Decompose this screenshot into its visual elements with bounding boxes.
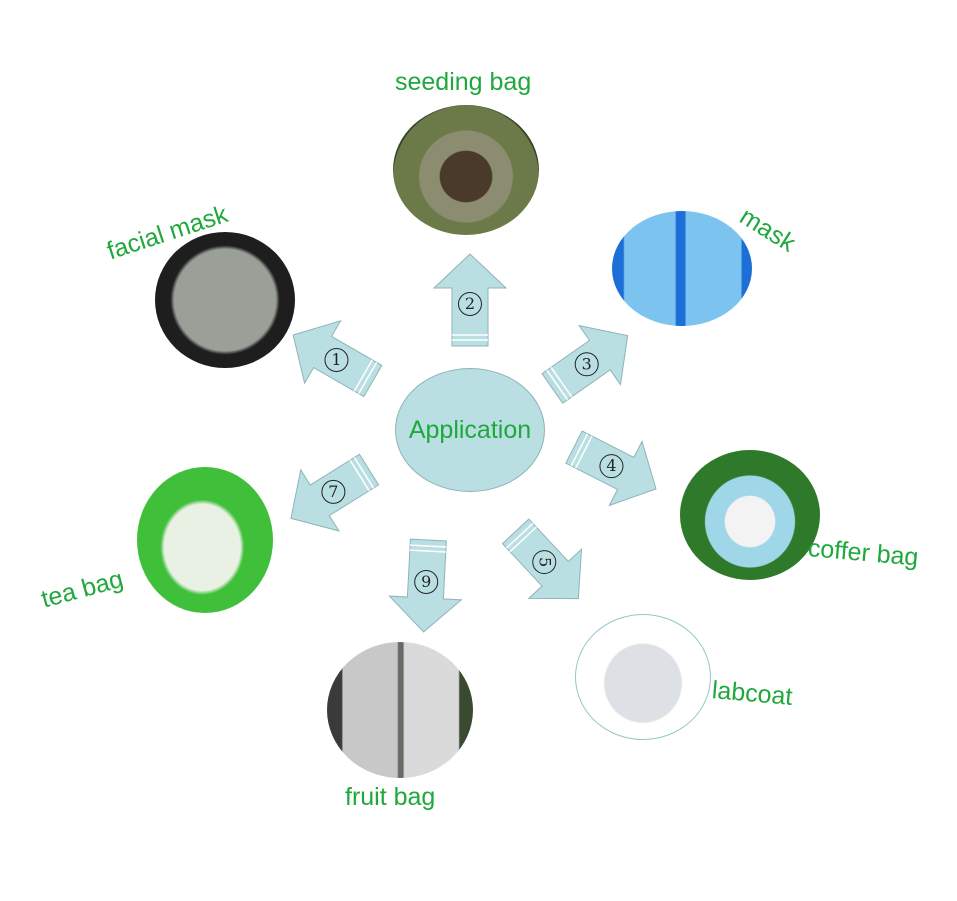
arrow-shape — [388, 538, 463, 633]
arrow-1: 1 — [271, 299, 394, 416]
mask-photo — [612, 211, 752, 326]
arrow-9: 9 — [384, 536, 469, 636]
label-coffer-bag: coffer bag — [806, 534, 920, 572]
label-fruit-bag: fruit bag — [345, 783, 436, 811]
labcoat-photo — [575, 614, 711, 740]
application-label: Application — [408, 415, 532, 444]
arrow-7: 7 — [268, 435, 392, 554]
arrow-shape — [501, 518, 583, 600]
arrow-number: 9 — [414, 570, 439, 595]
tea-bag-photo — [137, 467, 273, 613]
arrow-shape — [292, 319, 383, 398]
arrow-5: 5 — [485, 503, 609, 628]
coffer-bag-photo — [680, 450, 820, 580]
arrow-number: 7 — [321, 479, 346, 504]
label-tea-bag: tea bag — [38, 564, 127, 614]
fruit-bag-photo — [327, 642, 473, 778]
label-labcoat: labcoat — [710, 676, 794, 711]
arrow-number: 4 — [599, 454, 624, 479]
application-node: Application — [395, 368, 545, 492]
arrow-shape — [290, 453, 380, 532]
arrow-number: 5 — [532, 550, 557, 575]
arrow-4: 4 — [554, 411, 676, 526]
arrow-shape — [541, 324, 629, 404]
label-seeding-bag: seeding bag — [395, 68, 532, 96]
arrow-number: 1 — [324, 348, 349, 372]
arrow-number: 3 — [574, 352, 599, 377]
arrow-number: 2 — [458, 292, 482, 316]
seeding-bag-photo — [393, 105, 539, 235]
facial-mask-photo — [155, 232, 295, 368]
arrow-shape — [565, 430, 657, 507]
arrow-3: 3 — [528, 302, 653, 423]
arrow-2: 2 — [430, 252, 510, 348]
